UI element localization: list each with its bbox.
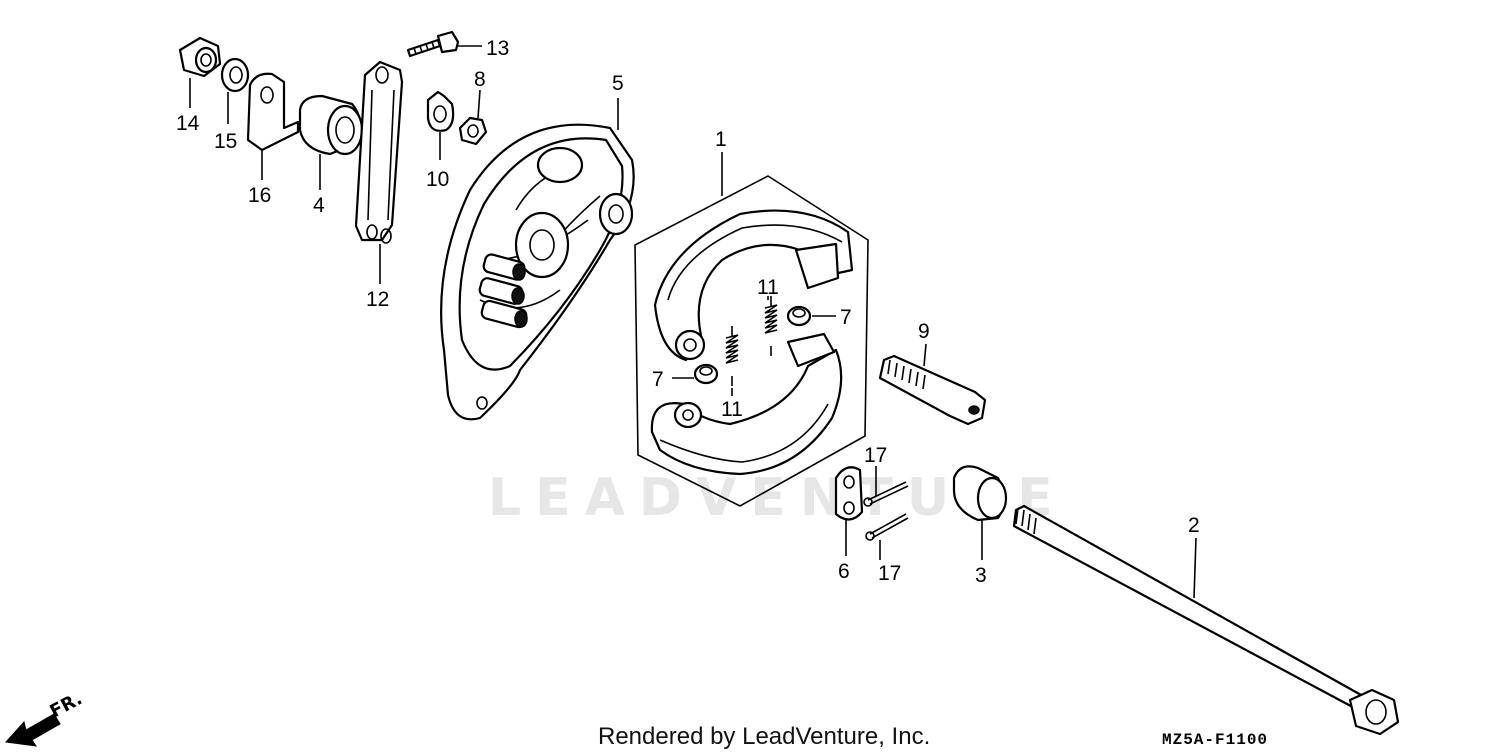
leader-lines [189,45,1197,599]
render-credit: Rendered by LeadVenture, Inc. [598,723,930,750]
part-11-spring-upper[interactable] [764,296,778,356]
callout-11-lower: 11 [721,398,743,421]
callout-15: 15 [214,130,237,153]
callout-12: 12 [366,288,389,311]
part-6-plate[interactable] [834,466,864,521]
part-9-brake-cam[interactable] [878,354,987,426]
part-14-nut[interactable] [178,36,222,78]
diagram-code: MZ5A-F1100 [1162,731,1268,749]
part-17-cotter-pin-lower[interactable] [865,513,909,541]
callout-5: 5 [612,72,624,95]
callout-17-lower: 17 [878,562,901,585]
callout-14: 14 [176,112,200,135]
callout-17-upper: 17 [864,444,887,467]
part-2-axle[interactable] [1012,504,1400,736]
part-16-bracket[interactable] [246,72,300,152]
callout-16: 16 [248,184,271,207]
callout-8: 8 [474,68,486,91]
part-11-spring-lower[interactable] [725,326,739,386]
part-10-lock-washer[interactable] [426,90,455,132]
part-4-collar[interactable] [298,94,364,156]
part-15-washer[interactable] [220,57,250,93]
callout-1: 1 [715,128,727,151]
callout-10: 10 [426,168,449,191]
callout-2: 2 [1188,514,1200,537]
part-3-collar[interactable] [952,465,1008,522]
callout-13: 13 [486,37,509,60]
front-direction-arrow-icon [4,713,61,747]
part-8-nut[interactable] [458,116,488,146]
part-5-brake-panel[interactable] [440,123,635,421]
part-7-retainer-lower[interactable] [693,363,719,385]
callout-3: 3 [975,564,987,587]
callout-9: 9 [918,320,930,343]
callout-7-lower: 7 [652,368,664,391]
callout-7-upper: 7 [840,306,852,329]
part-1-brake-shoes[interactable] [634,175,869,507]
part-12-link[interactable] [354,60,404,244]
callout-4: 4 [313,194,325,217]
part-7-retainer-upper[interactable] [786,305,812,327]
part-13-bolt[interactable] [406,30,460,58]
callout-11-upper: 11 [757,276,779,299]
part-17-cotter-pin-upper[interactable] [863,481,909,507]
callout-6: 6 [838,560,850,583]
